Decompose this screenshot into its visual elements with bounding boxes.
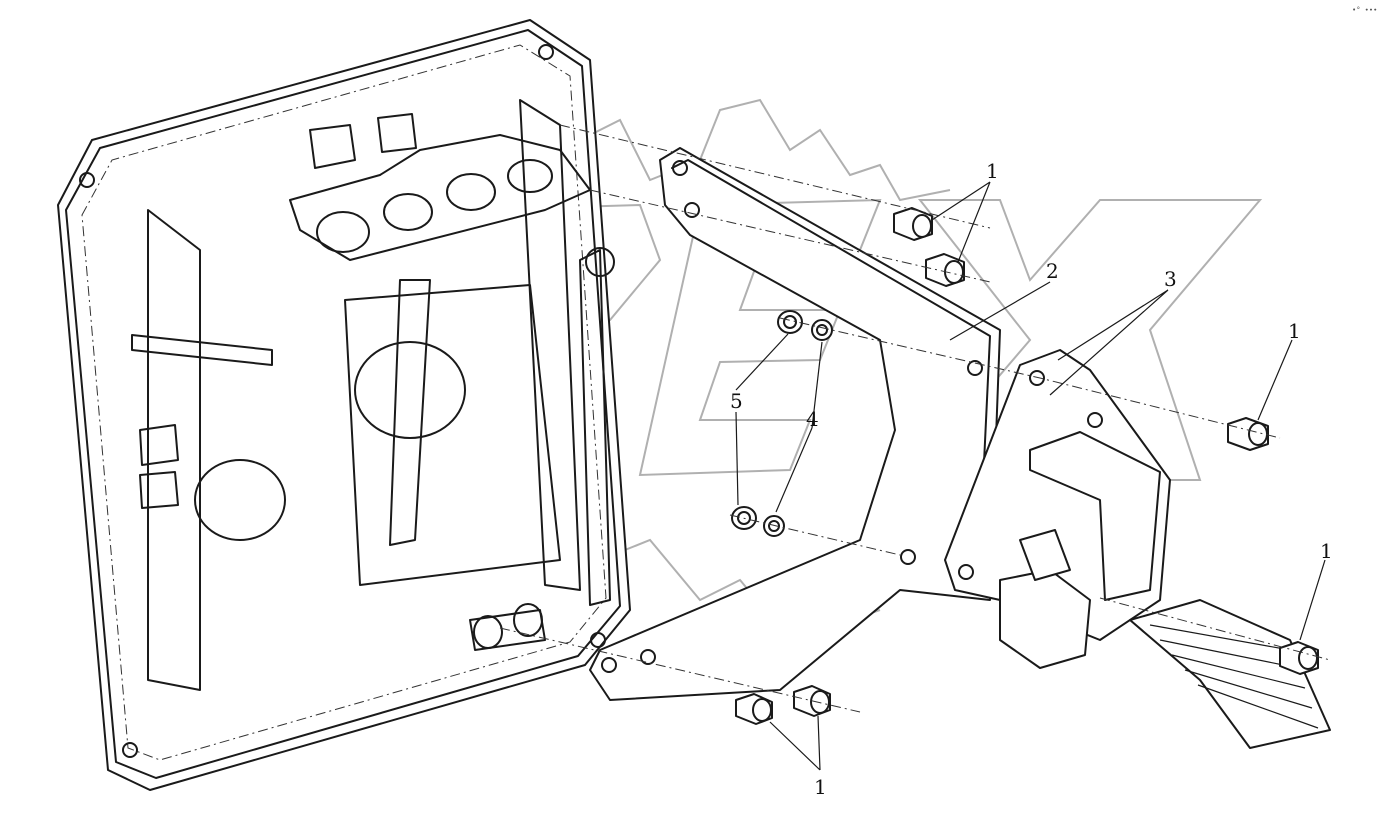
bolt-bottom-1 [735,693,773,725]
bolt-right-lower [1279,641,1319,675]
callout-3: 3 [1164,267,1177,291]
callout-1-top: 1 [986,159,999,183]
pedal-assembly-part-3 [944,349,1331,749]
bracket-part-2 [589,147,1001,701]
fasteners [731,310,833,537]
callout-5: 5 [730,389,743,413]
callout-1-right-upper: 1 [1288,319,1301,343]
bolt-top-1 [893,207,933,241]
corner-mark: •° ∙∙∙ [1352,6,1377,14]
bolt-right-upper [1227,417,1269,451]
assembly-axes [499,124,1331,713]
callout-1-bottom: 1 [814,775,827,799]
leader-lines [735,181,1326,771]
callouts: 1 2 3 1 1 5 4 1 [730,159,1333,799]
bolt-top-2 [925,253,965,287]
callout-2: 2 [1046,259,1059,283]
mounting-plate [57,19,631,791]
bolts [735,207,1319,725]
callout-1-right-lower: 1 [1320,539,1333,563]
callout-4: 4 [806,407,819,431]
